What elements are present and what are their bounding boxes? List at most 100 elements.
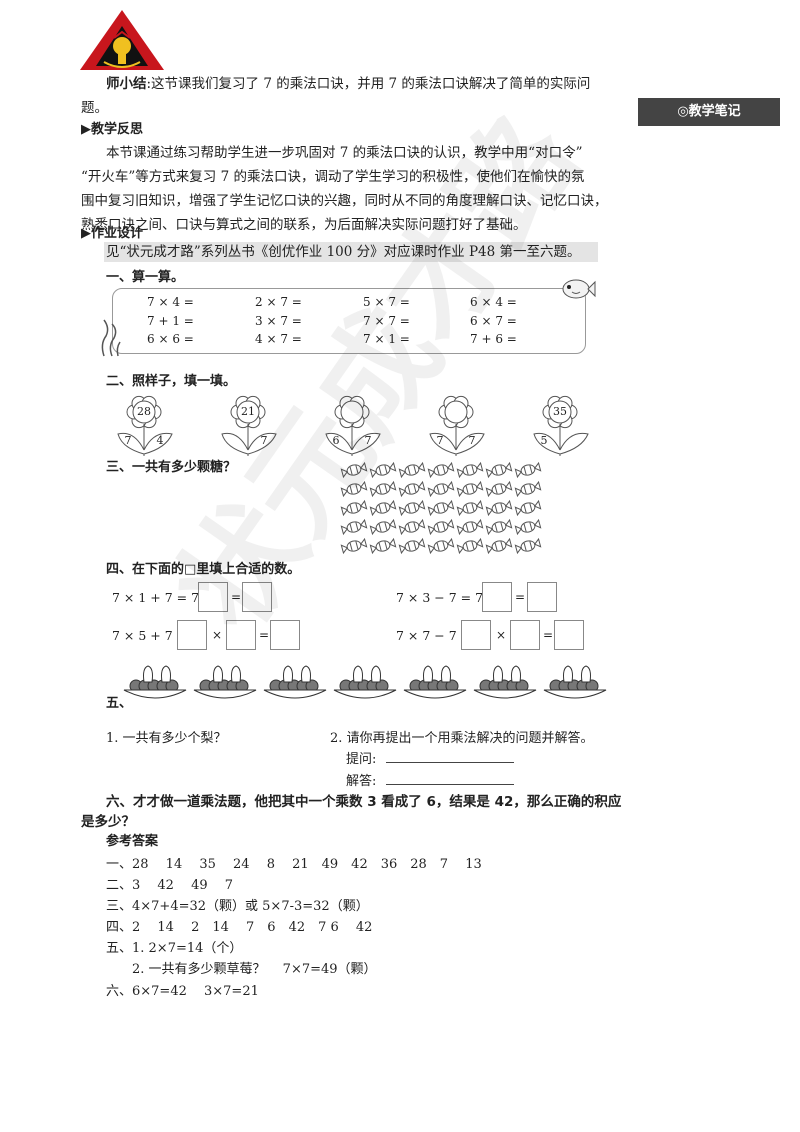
candy-icon bbox=[427, 499, 455, 517]
answer-box[interactable] bbox=[527, 582, 557, 612]
q4-eq3: 7 × 5 + 7 = bbox=[112, 628, 188, 643]
fruit-plate-icon bbox=[123, 665, 187, 699]
q1-cell: 5 × 7 = bbox=[363, 295, 410, 309]
q1-cell: 6 × 6 = bbox=[147, 332, 194, 346]
answer-box[interactable] bbox=[482, 582, 512, 612]
flower bbox=[216, 394, 280, 456]
flower-left-leaf-number: 7 bbox=[124, 434, 132, 447]
q1-cell: 7 × 7 = bbox=[363, 314, 410, 328]
flower-right-leaf-number: 7 bbox=[364, 434, 372, 447]
flower-right-leaf-number: 7 bbox=[468, 434, 476, 447]
flower bbox=[528, 394, 592, 456]
q4-eq4: 7 × 7 − 7 = bbox=[396, 628, 472, 643]
q4-title: 四、在下面的□里填上合适的数。 bbox=[106, 562, 301, 577]
times-sign: × bbox=[212, 628, 223, 642]
q1-frame bbox=[112, 288, 586, 354]
reflection-line-4: 熟悉口诀之间、口诀与算式之间的联系，为后面解决实际问题打好了基础。 bbox=[81, 217, 527, 233]
candy-icon bbox=[427, 480, 455, 498]
flower-center-number: 21 bbox=[241, 405, 255, 418]
candy-icon bbox=[456, 537, 484, 555]
candy-icon bbox=[398, 518, 426, 536]
q2-title: 二、照样子，填一填。 bbox=[106, 374, 237, 389]
answer-box[interactable] bbox=[177, 620, 207, 650]
candy-icon bbox=[514, 537, 542, 555]
equals-sign: = bbox=[515, 590, 526, 604]
reflection-heading: ▶教学反思 bbox=[81, 122, 143, 137]
fruit-plates bbox=[123, 665, 607, 699]
candy-icon bbox=[485, 499, 513, 517]
ask-line[interactable] bbox=[386, 762, 514, 763]
q5-ask-label: 提问: bbox=[346, 752, 377, 767]
answer-line-6: 2. 一共有多少颗草莓？ 7×7=49（颗） bbox=[106, 962, 377, 977]
candy-icon bbox=[369, 499, 397, 517]
flower-icon bbox=[221, 395, 277, 456]
candy-icon bbox=[485, 480, 513, 498]
answer-line-2: 二、3 42 49 7 bbox=[106, 878, 234, 893]
answer-box[interactable] bbox=[226, 620, 256, 650]
candy-icon bbox=[369, 461, 397, 479]
q6-line1: 六、才才做一道乘法题，他把其中一个乘数 3 看成了 6，结果是 42，那么正确的… bbox=[106, 794, 622, 810]
candy-icon bbox=[456, 480, 484, 498]
candy-icon bbox=[398, 499, 426, 517]
candy-icon bbox=[514, 499, 542, 517]
q1-cell: 4 × 7 = bbox=[255, 332, 302, 346]
candy-icon bbox=[427, 461, 455, 479]
flower bbox=[320, 394, 384, 456]
answer-box[interactable] bbox=[242, 582, 272, 612]
answer-line[interactable] bbox=[386, 784, 514, 785]
answer-line-3: 三、4×7+4=32（颗）或 5×7-3=32（颗） bbox=[106, 899, 369, 914]
candy-icon bbox=[485, 537, 513, 555]
flower-left-leaf-number: 6 bbox=[332, 434, 340, 447]
flower bbox=[112, 394, 176, 456]
q5-sub1: 1. 一共有多少个梨？ bbox=[106, 731, 227, 746]
candy-icon bbox=[456, 461, 484, 479]
flower-right-leaf-number: 4 bbox=[156, 434, 164, 447]
fruit-plate-icon bbox=[263, 665, 327, 699]
answer-box[interactable] bbox=[270, 620, 300, 650]
q4-eq2: 7 × 3 − 7 = 7 × bbox=[396, 590, 498, 605]
candy-icon bbox=[369, 518, 397, 536]
answer-box[interactable] bbox=[554, 620, 584, 650]
flower-icon bbox=[429, 395, 485, 456]
candy-icon bbox=[485, 518, 513, 536]
candy-icon bbox=[340, 480, 368, 498]
summary-line: 师小结:这节课我们复习了 7 的乘法口诀，并用 7 的乘法口诀解决了简单的实际问 bbox=[106, 72, 616, 96]
reflection-line-1: 本节课通过练习帮助学生进一步巩固对 7 的乘法口诀的认识，教学中用“对口令” bbox=[106, 145, 583, 161]
candy-icon bbox=[427, 537, 455, 555]
equals-sign: = bbox=[231, 590, 242, 604]
answer-box[interactable] bbox=[198, 582, 228, 612]
flower-icon bbox=[533, 395, 589, 456]
candy-icon bbox=[369, 480, 397, 498]
candy-icon bbox=[514, 518, 542, 536]
candy-icon bbox=[398, 461, 426, 479]
flower-center-number: 35 bbox=[553, 405, 567, 418]
q6-line2: 是多少？ bbox=[81, 814, 135, 830]
q1-cell: 7 × 4 = bbox=[147, 295, 194, 309]
candy-icon bbox=[398, 537, 426, 555]
candy-icon bbox=[398, 480, 426, 498]
flower-icon bbox=[325, 395, 381, 456]
q1-cell: 7 + 1 = bbox=[147, 314, 194, 328]
candy-icon bbox=[485, 461, 513, 479]
answer-box[interactable] bbox=[510, 620, 540, 650]
flower-left-leaf-number: 5 bbox=[540, 434, 548, 447]
q4-eq1: 7 × 1 + 7 = 7 × bbox=[112, 590, 214, 605]
flower-right-leaf-number: 7 bbox=[260, 434, 268, 447]
fruit-plate-icon bbox=[473, 665, 537, 699]
candy-grid bbox=[340, 461, 542, 555]
candy-icon bbox=[514, 480, 542, 498]
candy-icon bbox=[340, 461, 368, 479]
equals-sign: = bbox=[543, 628, 554, 642]
flower-center-number: 28 bbox=[137, 405, 151, 418]
fruit-plate-icon bbox=[193, 665, 257, 699]
candy-icon bbox=[340, 499, 368, 517]
candy-icon bbox=[514, 461, 542, 479]
logo-icon bbox=[80, 10, 164, 70]
answers-heading: 参考答案 bbox=[106, 834, 159, 849]
answer-box[interactable] bbox=[461, 620, 491, 650]
candy-icon bbox=[340, 518, 368, 536]
q1-cell: 2 × 7 = bbox=[255, 295, 302, 309]
candy-icon bbox=[369, 537, 397, 555]
answer-line-7: 六、6×7=42 3×7=21 bbox=[106, 984, 259, 999]
fruit-plate-icon bbox=[403, 665, 467, 699]
